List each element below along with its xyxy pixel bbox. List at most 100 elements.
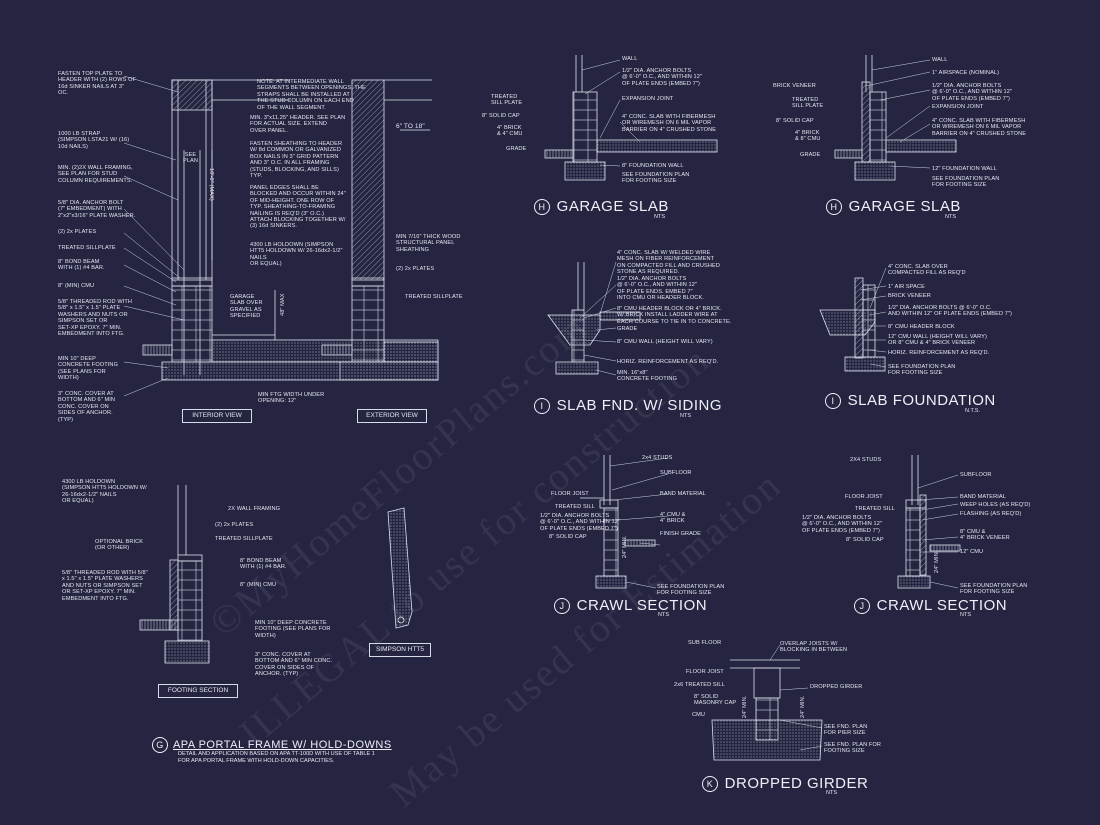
gs2-title: H GARAGE SLAB [826,198,961,216]
note-sillplate: TREATED SILLPLATE [58,245,116,251]
note-plates: (2) 2x PLATES [58,229,97,235]
note-panel-edges: PANEL EDGES SHALL BE BLOCKED AND OCCUR W… [250,185,346,230]
gs1-note-slab: 4" CONC. SLAB WITH FIBERMESH OR WIREMESH… [622,114,717,133]
note-bond-beam: 8" BOND BEAM WITH (1) #4 BAR. [58,259,105,272]
gs1-note-footing: SEE FOUNDATION PLAN FOR FOOTING SIZE [622,172,690,185]
footing-section-label: FOOTING SECTION [158,684,238,698]
gs1-nts: NTS [654,214,665,220]
note-optional-brick: OPTIONAL BRICK (OR OTHER) [95,539,144,552]
gs2-note-airspace: 1" AIRSPACE (NOMINAL) [932,70,1000,76]
gs2-note-slab: 4" CONC. SLAB WITH FIBERMESH OR WIREMESH… [932,118,1027,137]
ss-note-horiz: HORIZ. REINFORCEMENT AS REQ'D. [617,359,719,365]
note-ext-plates: (2) 2x PLATES [396,266,435,272]
sf-title-text: SLAB FOUNDATION [847,392,996,409]
gs2-note-anchor: 1/2" DIA. ANCHOR BOLTS @ 6'-0" O.C., AND… [932,83,1013,102]
gs2-note-grade: GRADE [800,152,821,158]
note-strap: 1000 LB STRAP (SIMPSON LSTA21 W/ (16) 10… [58,131,130,150]
ss-note-header-block: 8" CMU HEADER BLOCK OR 4" BRICK. W/ BRIC… [617,306,732,325]
ss-title-text: SLAB FND. W/ SIDING [556,397,723,414]
dimension-6-to-18: 6" TO 18" [396,123,425,130]
simpson-htt5-label: SIMPSON HTT5 [369,643,431,657]
c1-nts: NTS [658,612,669,618]
c2-note-cap: 8" SOLID CAP [846,537,884,543]
ss-title-letter: I [534,398,550,415]
sf-note-air: 1" AIR SPACE [888,284,925,290]
ss-note-cmu-wall: 8" CMU WALL (HEIGHT WILL VARY) [617,339,713,345]
c2-note-cmu-veneer: 8" CMU & 4" BRICK VENEER [960,529,1010,542]
c2-note-sill: TREATED SILL [855,506,895,512]
garage-slab-2-drawing [834,55,957,181]
dg-note-joist: FLOOR JOIST [686,669,724,675]
gs1-title: H GARAGE SLAB [534,198,669,216]
ss-note-slab: 4" CONC. SLAB W/ WELDED WIRE MESH ON FIB… [617,250,720,276]
sf-title: I SLAB FOUNDATION [825,392,996,410]
slab-siding-drawing [547,262,641,375]
c2-note-12cmu: 12" CMU [960,549,984,555]
see-plan-label: SEE PLAN [183,152,199,165]
slab-foundation-drawing [819,277,886,372]
note-lower-cover: 3" CONC. COVER AT BOTTOM AND 6" MIN CONC… [255,652,333,678]
sf-nts: N.T.S. [965,408,980,414]
note-header: MIN. 3"x11.25" HEADER. SEE PLAN FOR ACTU… [250,115,346,134]
dg-note-cmu: CMU [692,712,706,718]
note-fasten-top-plate: FASTEN TOP PLATE TO HEADER WITH (2) ROWS… [58,71,137,97]
gs2-title-text: GARAGE SLAB [848,198,961,215]
c1-dimension: 24" MIN. [622,535,628,558]
c1-note-band: BAND MATERIAL [660,491,706,497]
c1-note-sill: TREATED SILL [555,504,595,510]
c2-nts: NTS [960,612,971,618]
c2-note-studs: 2X4 STUDS [850,457,882,463]
c2-note-anchor: 1/2" DIA. ANCHOR BOLTS @ 6'-0" O.C., AND… [802,515,883,534]
note-cmu: 8" (MIN) CMU [58,283,95,289]
footing-section-drawing [139,485,210,664]
note-lower-wall-framing: 2X WALL FRAMING [228,506,281,512]
dropped-girder-drawing [711,659,823,761]
c1-note-cmu-brick: 4" CMU & 4" BRICK [660,512,686,525]
gs2-nts: NTS [945,214,956,220]
c1-note-footing: SEE FOUNDATION PLAN FOR FOOTING SIZE [657,584,725,597]
dimension-48: 48" MAX [280,293,286,316]
garage-slab-1-drawing [544,55,718,181]
sf-note-horiz: HORIZ. REINFORCEMENT AS REQ'D. [888,350,990,356]
sf-note-slab: 4" CONC. SLAB OVER COMPACTED FILL AS REQ… [888,264,966,277]
sf-note-cmu-wall: 12" CMU WALL (HEIGHT WILL VARY) OR 8" CM… [888,334,987,347]
c1-title-letter: J [554,598,570,615]
note-lower-plates: (2) 2x PLATES [215,522,254,528]
note-threaded-rod: 5/8" THREADED ROD WITH 5/8" x 1.5" x 1.5… [58,299,133,338]
apa-portal-title: G APA PORTAL FRAME W/ HOLD-DOWNS [152,737,392,753]
note-conc-cover: 3" CONC. COVER AT BOTTOM AND 6" MIN CONC… [58,391,116,423]
note-ext-sillplate: TREATED SILLPLATE [405,294,463,300]
dg-note-pier: SEE FND. PLAN FOR PIER SIZE [824,724,868,737]
c2-note-footing: SEE FOUNDATION PLAN FOR FOOTING SIZE [960,583,1028,596]
note-lower-holdown: 4300 LB HOLDOWN (SIMPSON HTT5 HOLDOWN W/… [62,479,147,505]
gs1-note-anchor: 1/2" DIA. ANCHOR BOLTS @ 6'-0" O.C., AND… [622,68,703,87]
c1-title-text: CRAWL SECTION [576,597,708,614]
apa-title-letter: G [152,737,168,753]
dg-note-girder: DROPPED GIRDER [810,684,863,690]
note-wood-sheathing: MIN 7/16" THICK WOOD STRUCTURAL PANEL SH… [396,234,461,253]
ss-note-anchor: 1/2" DIA. ANCHOR BOLTS @ 6'-0" O.C., AND… [617,276,704,302]
sf-note-footing: SEE FOUNDATION PLAN FOR FOOTING SIZE [888,364,956,377]
c1-note-studs: 2x4 STUDS [642,455,673,461]
dg-note-overlap: OVERLAP JOISTS W/ BLOCKING IN BETWEEN [780,641,848,654]
dg-dimension-1: 24" MIN. [742,695,748,718]
exterior-view-drawing [321,79,439,381]
c1-note-subfloor: SUBFLOOR [660,470,692,476]
c2-dimension: 24" MIN. [934,550,940,573]
c2-note-subfloor: SUBFLOOR [960,472,992,478]
dg-note-subfloor: SUB FLOOR [688,640,722,646]
c2-title-text: CRAWL SECTION [876,597,1008,614]
simpson-strap-drawing [387,507,413,629]
apa-title-text: APA PORTAL FRAME W/ HOLD-DOWNS [172,738,392,751]
note-concrete-footing: MIN 10" DEEP CONCRETE FOOTING (SEE PLANS… [58,356,119,382]
note-lower-bond-beam: 8" BOND BEAM WITH (1) #4 BAR. [240,558,287,571]
note-lower-cmu: 8" (MIN) CMU [240,582,277,588]
c1-note-anchor: 1/2" DIA. ANCHOR BOLTS @ 6'-0" O.C., AND… [540,513,621,532]
c1-title: J CRAWL SECTION [554,597,708,615]
exterior-view-label: EXTERIOR VIEW [357,409,427,423]
gs2-title-letter: H [826,199,842,216]
gs1-note-grade: GRADE [506,146,527,152]
gs1-note-foundation: 8" FOUNDATION WALL [622,163,684,169]
sf-note-veneer: BRICK VENEER [888,293,931,299]
gs1-note-cap: 8" SOLID CAP [482,113,520,119]
